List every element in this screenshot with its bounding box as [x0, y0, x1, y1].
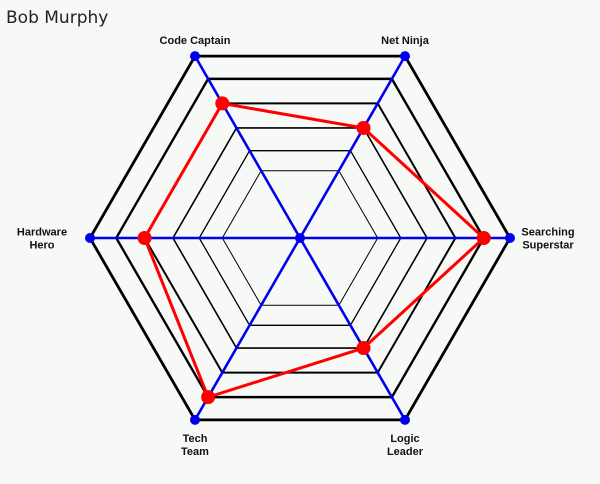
data-point: [356, 341, 371, 356]
axis-label: Hardware: [17, 227, 67, 239]
data-point: [201, 390, 216, 405]
axis-end-dot: [190, 414, 200, 425]
data-point: [215, 96, 230, 111]
axis-line: [193, 237, 302, 421]
axis-label: Superstar: [522, 240, 574, 252]
axis-label: Code Captain: [160, 35, 231, 47]
chart-title: Bob Murphy: [6, 8, 109, 28]
data-point: [356, 120, 371, 135]
axis-label: Leader: [387, 446, 424, 458]
axis-label: Searching: [521, 227, 574, 239]
axis-line: [193, 55, 302, 239]
data-point: [137, 231, 152, 245]
axis-end-dot: [505, 233, 515, 243]
center-dot: [295, 233, 305, 243]
axis-end-dot: [85, 233, 95, 243]
data-point: [476, 231, 491, 245]
axis-label: Tech: [183, 433, 208, 445]
axis-end-dot: [400, 51, 410, 62]
axis-line: [298, 237, 407, 421]
axis-label: Hero: [29, 240, 54, 252]
axis-label: Net Ninja: [381, 35, 430, 47]
axis-label: Logic: [390, 433, 419, 445]
axis-label: Team: [181, 446, 209, 458]
axis-line: [298, 55, 407, 239]
axis-end-dot: [190, 51, 200, 62]
axis-end-dot: [400, 414, 410, 425]
series-line: [143, 101, 486, 399]
